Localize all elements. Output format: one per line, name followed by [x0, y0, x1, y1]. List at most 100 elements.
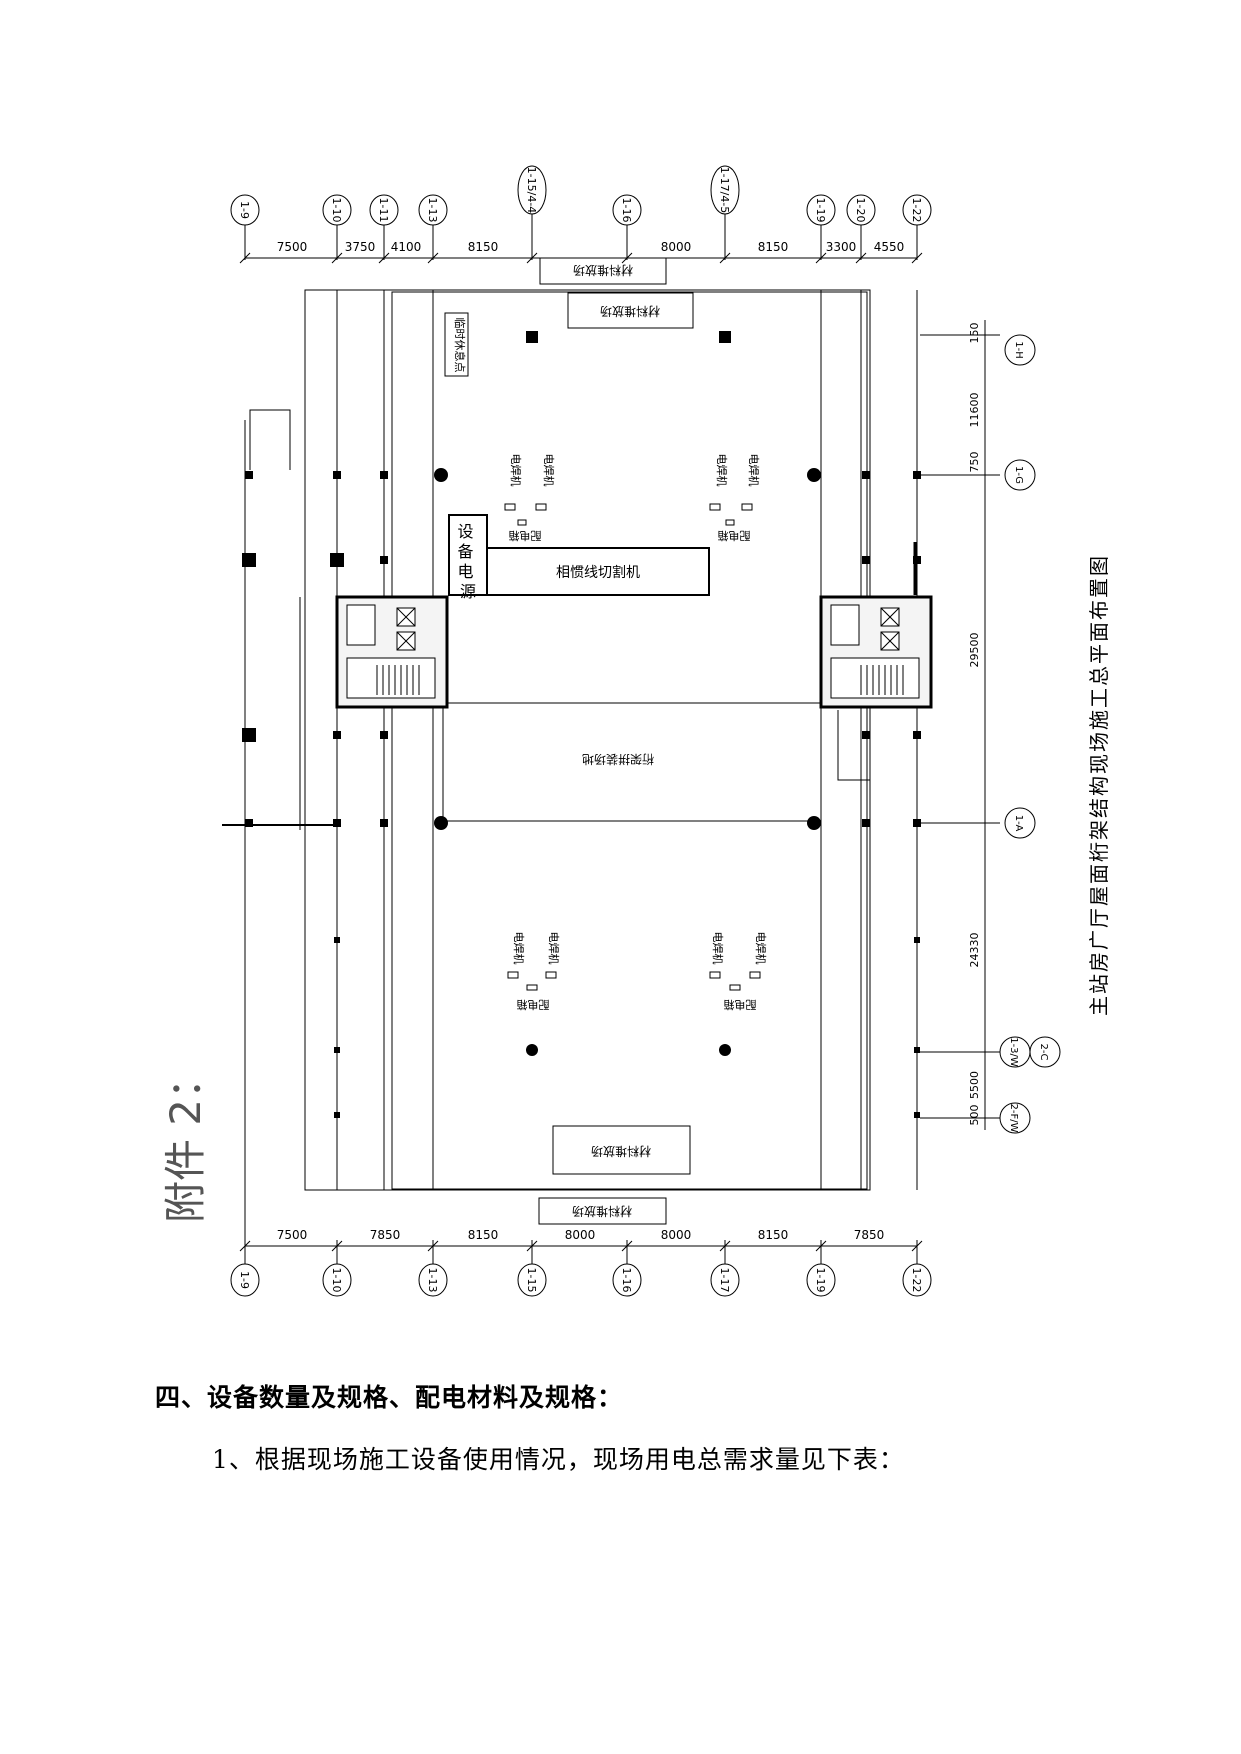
column	[380, 556, 388, 564]
material-yard-bottom-inner: 材料堆放场	[552, 1125, 691, 1175]
column	[380, 819, 388, 827]
temp-rest-point: 临时休息点	[444, 312, 469, 377]
dimension-label: 3300	[826, 240, 857, 254]
dimension-label: 8150	[758, 1228, 789, 1242]
axis-label: 1-G	[1013, 466, 1024, 484]
column	[334, 937, 340, 943]
material-yard-top-outer: 材料堆放场	[539, 257, 667, 285]
column	[913, 471, 921, 479]
axis-label: 1-19	[814, 198, 827, 223]
column-round	[807, 816, 821, 830]
cutting-machine-label: 相惯线切割机	[556, 564, 640, 581]
column	[333, 471, 341, 479]
material-yard-bottom-outer: 材料堆放场	[538, 1197, 667, 1225]
dimension-tick	[911, 252, 923, 264]
axis-label: 1-22	[910, 198, 923, 223]
column	[914, 1112, 920, 1118]
axis-bubble	[517, 1263, 547, 1297]
column	[913, 731, 921, 739]
dimension-tick	[331, 252, 343, 264]
axis-bubble	[322, 1263, 352, 1297]
site-boundary	[304, 289, 871, 1191]
elevator-cross	[880, 607, 900, 627]
dimension-label: 750	[968, 452, 981, 473]
axis-label: 2-F/W	[1008, 1104, 1019, 1133]
distribution-box-label: 配电箱	[718, 529, 751, 543]
dimension-label: 8150	[468, 1228, 499, 1242]
axis-label: 1-9	[238, 1271, 251, 1289]
axis-label: 1-19	[814, 1268, 827, 1293]
dimension-label: 7850	[854, 1228, 885, 1242]
dimension-tick	[621, 1240, 633, 1252]
column-round	[719, 1044, 731, 1056]
section-heading: 四、设备数量及规格、配电材料及规格：	[155, 1383, 624, 1412]
stair-box	[346, 657, 436, 699]
axis-label: 1-22	[910, 1268, 923, 1293]
column-round	[526, 1044, 538, 1056]
column	[333, 731, 341, 739]
welder-group-upper-left: 电焊机 电焊机 配电箱	[504, 454, 556, 543]
column	[334, 1112, 340, 1118]
axis-bubble	[806, 1263, 836, 1297]
drawing-linework	[222, 289, 918, 1240]
stair-outline	[249, 409, 291, 470]
dimension-label: 3750	[345, 240, 376, 254]
equipment-power-label: 设 备 电 源	[457, 522, 478, 601]
welder-label: 电焊机	[711, 932, 725, 965]
dimension-tick	[378, 252, 390, 264]
welder-group-upper-right: 电焊机 电焊机 配电箱	[709, 454, 761, 543]
stair-core-right	[819, 595, 933, 709]
dimension-label: 150	[968, 323, 981, 344]
axis-bubble	[1029, 1036, 1061, 1068]
material-yard-label: 材料堆放场	[573, 263, 633, 278]
dimension-tick	[427, 1240, 439, 1252]
axis-bubble	[902, 1263, 932, 1297]
dimension-label: 5500	[968, 1071, 981, 1099]
cutting-machine-box: 相惯线切割机	[486, 547, 710, 596]
dimension-label: 4100	[391, 240, 422, 254]
dimension-label: 11600	[968, 393, 981, 428]
dimension-label: 4550	[874, 240, 905, 254]
column	[914, 937, 920, 943]
dimension-label: 8000	[661, 1228, 692, 1242]
material-yard-label: 材料堆放场	[591, 1144, 651, 1159]
dimension-tick	[719, 1240, 731, 1252]
dimension-label: 7500	[277, 240, 308, 254]
axis-label: 1-9	[238, 201, 251, 219]
elevator-cross	[880, 631, 900, 651]
drawing-title: 主站房广厅屋面桁架结构现场施工总平面布置图	[1087, 554, 1111, 1016]
axis-label: 1-13	[426, 1268, 439, 1293]
dimension-tick	[815, 1240, 827, 1252]
column	[862, 819, 870, 827]
column	[330, 553, 344, 567]
axis-bubble	[612, 1263, 642, 1297]
column-round	[807, 468, 821, 482]
column	[719, 331, 731, 343]
axis-label: 1-17/4-5	[718, 167, 731, 214]
material-yard-label: 材料堆放场	[600, 304, 660, 319]
material-yard-top-inner: 材料堆放场	[567, 292, 694, 329]
dimension-label: 8150	[758, 240, 789, 254]
distribution-box-label: 配电箱	[724, 998, 757, 1012]
welder-label: 电焊机	[512, 932, 526, 965]
dimension-label: 8000	[565, 1228, 596, 1242]
axis-label: 1-16	[620, 1268, 633, 1293]
column	[380, 731, 388, 739]
dimension-tick	[526, 1240, 538, 1252]
welder-label: 电焊机	[715, 454, 729, 487]
assembly-yard-label: 桁架拼装场地	[582, 752, 654, 766]
stair-core-left	[335, 595, 449, 709]
axis-label: 1-10	[330, 198, 343, 223]
welder-label: 电焊机	[754, 932, 768, 965]
welder-label: 电焊机	[509, 454, 523, 487]
welder-label: 电焊机	[747, 454, 761, 487]
axis-bubble	[1004, 334, 1036, 366]
axis-bubble	[418, 1263, 448, 1297]
column-round	[434, 816, 448, 830]
core-room	[830, 604, 860, 646]
distribution-box-label: 配电箱	[509, 529, 542, 543]
dimension-label: 29500	[968, 633, 981, 668]
